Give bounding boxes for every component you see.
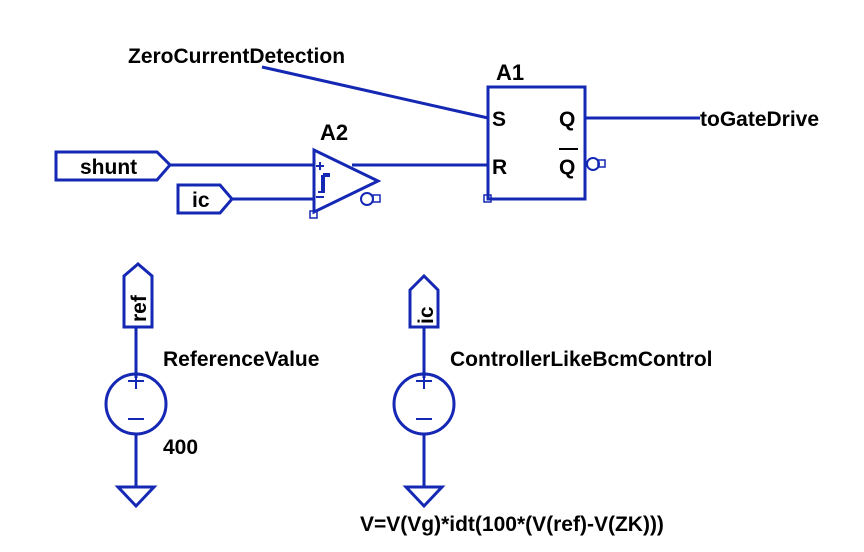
comparator-ref-label: A2 (320, 120, 348, 145)
pin-q-label: Q (559, 108, 575, 131)
pin-qbar-label: Q (559, 156, 575, 179)
comparator-body (312, 147, 382, 215)
source-controller-bcm[interactable] (392, 273, 456, 509)
flipflop-ref-label: A1 (496, 60, 524, 85)
ref-flag-label: ref (128, 294, 151, 322)
ic-source-expression: V=V(Vg)*idt(100*(V(ref)-V(ZK))) (360, 513, 664, 536)
shunt-flag-shape (54, 150, 173, 182)
shunt-label: shunt (80, 156, 137, 179)
comparator-bubble-pin (372, 194, 381, 203)
ic-input-label: ic (192, 189, 210, 212)
net-label-zero-current[interactable]: ZeroCurrentDetection (128, 45, 345, 68)
source-reference-value[interactable] (104, 262, 168, 509)
comparator-ground-pin (309, 210, 318, 219)
ref-source-value: 400 (163, 436, 198, 459)
flipflop-body (486, 85, 587, 201)
wire-zero-current (261, 65, 489, 120)
flipflop-ground-pin (483, 194, 492, 203)
ic-flag-shape (176, 183, 234, 215)
comparator-bubble (360, 192, 374, 206)
net-flag-shunt[interactable] (54, 150, 173, 182)
net-label-gate-drive[interactable]: toGateDrive (700, 108, 819, 131)
schmitt-icon (318, 173, 330, 193)
pin-r-label: R (492, 156, 507, 179)
ref-source-name: ReferenceValue (163, 348, 319, 371)
qbar-bubble (586, 157, 600, 171)
comparator-a2[interactable] (309, 147, 382, 219)
net-flag-ic-input[interactable] (176, 183, 234, 215)
ic-flag-label: ic (415, 306, 438, 324)
qbar-pin (597, 159, 606, 168)
ic-flag-top-shape (408, 273, 440, 329)
pin-s-label: S (492, 108, 506, 131)
ic-source-name: ControllerLikeBcmControl (450, 348, 713, 371)
ground-icon (402, 485, 446, 509)
flipflop-a1[interactable] (483, 85, 606, 203)
ref-flag-shape (122, 262, 154, 329)
ground-icon (114, 485, 158, 509)
